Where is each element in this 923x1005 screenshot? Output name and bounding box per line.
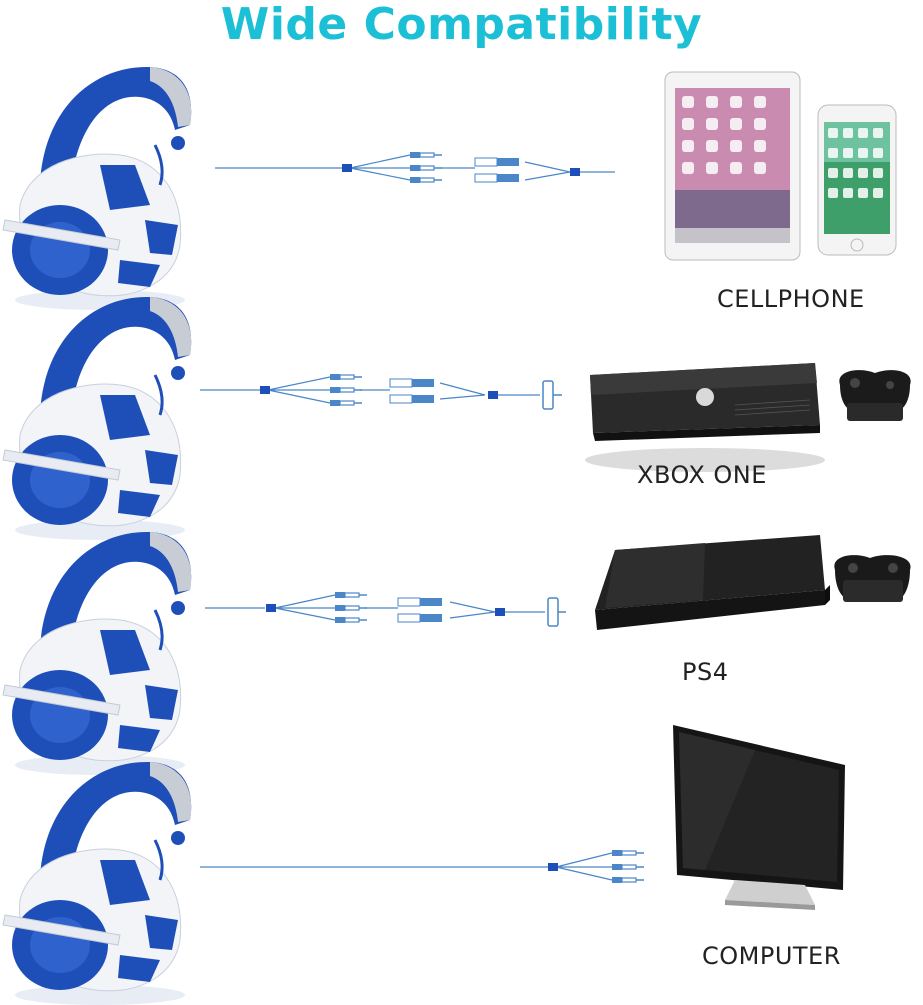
- row-cellphone: CELLPHONE: [0, 50, 923, 315]
- device-label-cellphone: CELLPHONE: [717, 285, 865, 313]
- splitter-cable-image: [200, 373, 562, 410]
- device-label-ps4: PS4: [682, 658, 729, 686]
- page-title: Wide Compatibility: [220, 0, 703, 50]
- row-computer: COMPUTER: [0, 725, 923, 1005]
- splitter-cable-image: [205, 591, 566, 627]
- row-xbox-one: XBOX ONE: [0, 285, 923, 540]
- xbox-console-image: [585, 363, 911, 472]
- splitter-cable-image: [200, 849, 645, 884]
- tablet-and-phone-image: [664, 71, 897, 261]
- splitter-cable-image: [215, 151, 615, 184]
- device-label-xbox-one: XBOX ONE: [637, 461, 767, 489]
- monitor-image: [673, 725, 845, 910]
- device-label-computer: COMPUTER: [702, 942, 841, 970]
- row-ps4: PS4: [0, 520, 923, 775]
- ps4-console-image: [595, 535, 911, 630]
